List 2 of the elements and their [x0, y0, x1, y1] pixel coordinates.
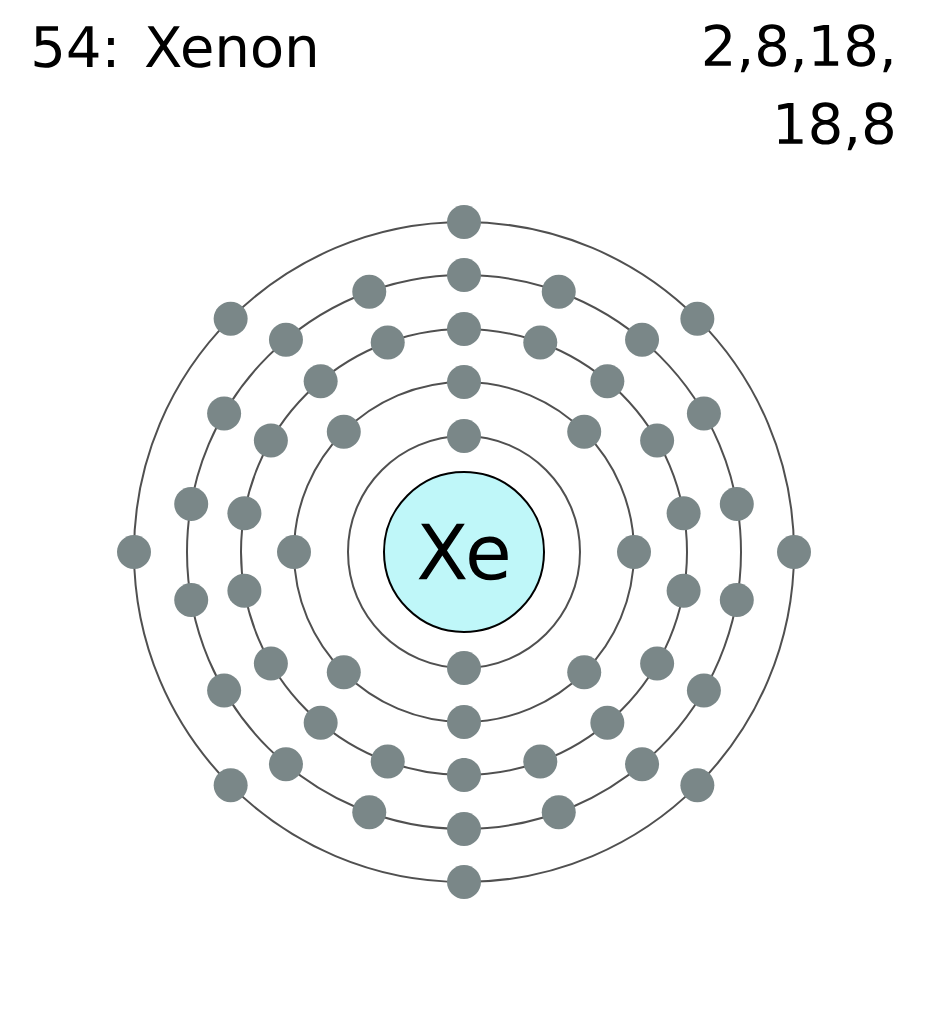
title: 54: Xenon — [34, 26, 315, 68]
electron-configuration: 2,8,18, 18,8 — [704, 24, 893, 151]
